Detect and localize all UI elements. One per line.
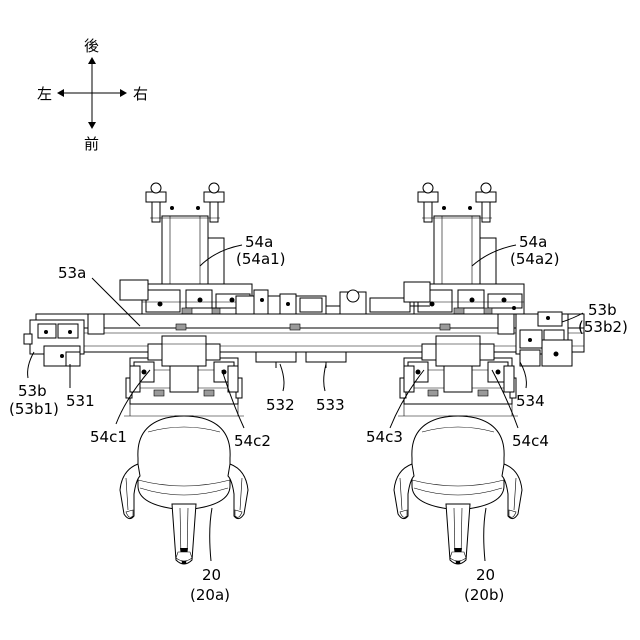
label-53b-right: 53b: [588, 301, 617, 319]
label-53b2: (53b2): [578, 318, 628, 336]
direction-compass: 後 前 左 右: [37, 37, 148, 153]
label-53a: 53a: [58, 264, 86, 282]
label-534: 534: [516, 392, 545, 410]
label-54c1: 54c1: [90, 428, 127, 446]
label-54a-right: 54a: [519, 233, 547, 251]
label-54c3: 54c3: [366, 428, 403, 446]
main-beam-53a: [36, 314, 584, 352]
label-531: 531: [66, 392, 95, 410]
compass-back-label: 後: [84, 37, 99, 55]
label-532: 532: [266, 396, 295, 414]
label-20-left: 20: [202, 566, 221, 584]
center-components: [256, 352, 346, 368]
compass-left-label: 左: [37, 85, 52, 103]
label-533: 533: [316, 396, 345, 414]
compass-right-label: 右: [133, 85, 148, 103]
label-20a: (20a): [190, 586, 230, 604]
label-20-right: 20: [476, 566, 495, 584]
label-53b-left: 53b: [18, 382, 47, 400]
label-54a1: (54a1): [236, 250, 286, 268]
label-53b1: (53b1): [9, 400, 59, 418]
label-54c4: 54c4: [512, 432, 549, 450]
gripper-20b: [394, 416, 522, 564]
label-54c2: 54c2: [234, 432, 271, 450]
compass-front-label: 前: [84, 135, 99, 153]
label-20b: (20b): [464, 586, 504, 604]
gripper-20a: [120, 416, 248, 564]
label-54a-left: 54a: [245, 233, 273, 251]
reference-labels: 54a (54a1) 54a (54a2) 53a 53b (53b2) 53b…: [9, 233, 628, 604]
label-54a2: (54a2): [510, 250, 560, 268]
end-block-53b1: [24, 320, 84, 366]
end-block-53b2: [516, 312, 572, 366]
